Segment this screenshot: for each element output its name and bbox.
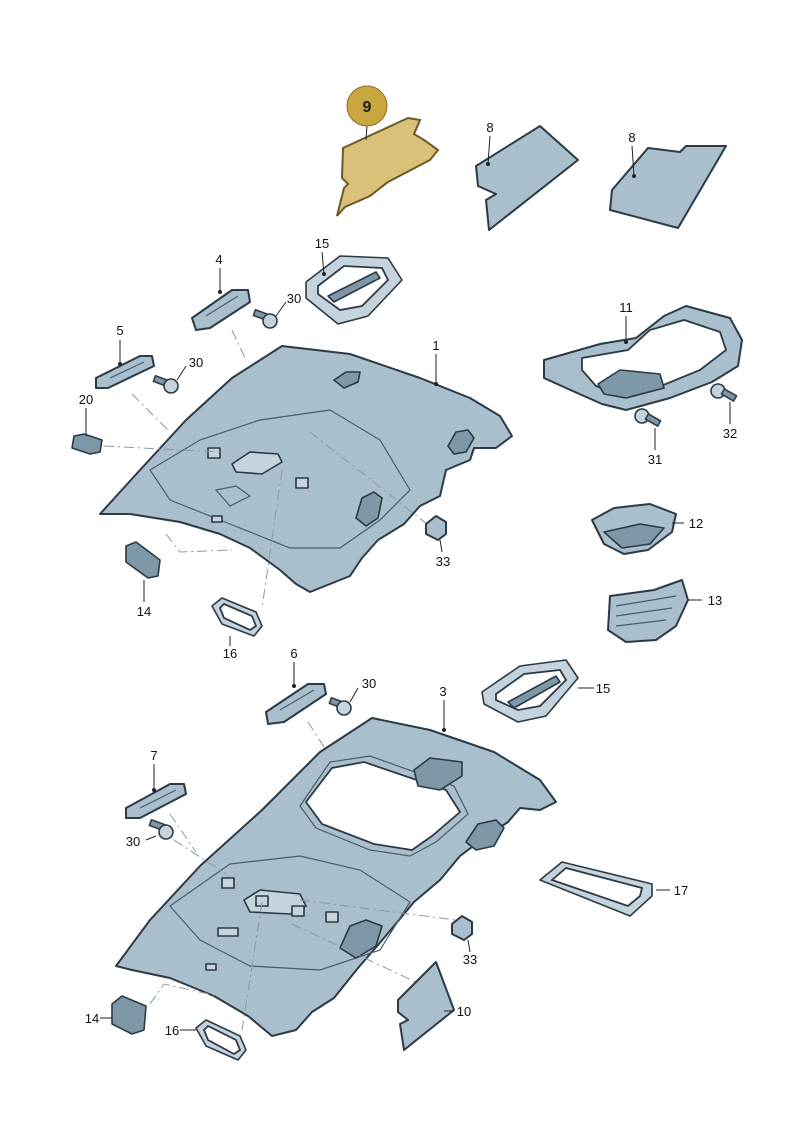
leader-dot-6: [292, 684, 296, 688]
label-15a: 15: [315, 236, 329, 251]
part-12-housing[interactable]: [591, 503, 677, 555]
label-16a: 16: [223, 646, 237, 661]
part-30-screw-a[interactable]: [252, 308, 278, 329]
part-4-handle[interactable]: [191, 289, 251, 331]
part-8-pad-b[interactable]: [609, 145, 727, 229]
part-3-headliner-sunroof[interactable]: [115, 717, 557, 1037]
leader-30b: [176, 365, 187, 381]
label-17: 17: [674, 883, 688, 898]
part-14-pad-b[interactable]: [111, 995, 147, 1035]
leader-8a: [487, 135, 491, 165]
badge-9[interactable]: 9: [346, 85, 388, 127]
assembly-line: [149, 983, 219, 1005]
leader-dot-5: [118, 362, 122, 366]
svg-text:9: 9: [363, 99, 372, 116]
part-31-screw[interactable]: [634, 408, 662, 427]
part-32-screw[interactable]: [710, 383, 738, 402]
part-33-clip-b[interactable]: [451, 915, 473, 941]
part-5-handle[interactable]: [95, 355, 155, 389]
assembly-line: [261, 469, 283, 609]
part-30-screw-d[interactable]: [148, 818, 174, 840]
assembly-line: [131, 393, 171, 433]
label-8a: 8: [486, 120, 493, 135]
leader-30d: [145, 835, 157, 841]
part-9-insulation[interactable]: [336, 116, 440, 217]
label-14a: 14: [137, 604, 151, 619]
part-20-block[interactable]: [71, 433, 103, 455]
part-17-seal[interactable]: [539, 861, 653, 917]
assembly-line: [165, 533, 233, 553]
leader-dot-11: [624, 340, 628, 344]
assembly-line: [241, 901, 263, 1031]
leader-30c: [349, 687, 359, 703]
label-30c: 30: [362, 676, 376, 691]
part-8-pad-a[interactable]: [475, 125, 579, 231]
label-8b: 8: [628, 130, 635, 145]
assembly-line: [231, 329, 247, 361]
part-30-screw-b[interactable]: [152, 374, 179, 394]
label-15b: 15: [596, 681, 610, 696]
label-1: 1: [432, 338, 439, 353]
part-16-ring-b[interactable]: [195, 1019, 247, 1061]
part-13-trim[interactable]: [607, 579, 689, 643]
leader-15a: [321, 251, 325, 275]
label-10: 10: [457, 1004, 471, 1019]
part-16-ring-a[interactable]: [211, 597, 263, 637]
label-31: 31: [648, 452, 662, 467]
label-30a: 30: [287, 291, 301, 306]
label-33a: 33: [436, 554, 450, 569]
leader-33b: [467, 939, 471, 953]
label-16b: 16: [165, 1023, 179, 1038]
label-30d: 30: [126, 834, 140, 849]
leader-30a: [275, 301, 287, 317]
label-7: 7: [150, 748, 157, 763]
label-3: 3: [439, 684, 446, 699]
label-33b: 33: [463, 952, 477, 967]
part-7-handle[interactable]: [125, 783, 187, 819]
assembly-line: [169, 813, 197, 853]
part-15-frame-top[interactable]: [305, 255, 403, 325]
label-32: 32: [723, 426, 737, 441]
leader-dot-8b: [632, 174, 636, 178]
label-13: 13: [708, 593, 722, 608]
leader-dot-4: [218, 290, 222, 294]
part-30-screw-c[interactable]: [328, 696, 352, 716]
part-15-frame-lower[interactable]: [481, 659, 579, 723]
assembly-line: [307, 721, 327, 751]
label-14b: 14: [85, 1011, 99, 1026]
part-33-clip-a[interactable]: [425, 515, 447, 541]
assembly-line: [309, 431, 433, 529]
leader-8b: [631, 145, 635, 177]
leader-dot-8a: [486, 162, 490, 166]
part-10-pad[interactable]: [397, 961, 455, 1051]
label-11: 11: [619, 300, 633, 315]
label-30b: 30: [189, 355, 203, 370]
assembly-line: [299, 899, 457, 921]
part-1-headliner[interactable]: [99, 345, 513, 593]
label-6: 6: [290, 646, 297, 661]
leader-dot-15a: [322, 272, 326, 276]
part-11-console[interactable]: [543, 305, 743, 411]
part-6-handle[interactable]: [265, 683, 327, 725]
label-20: 20: [79, 392, 93, 407]
label-12: 12: [689, 516, 703, 531]
leader-dot-3: [442, 728, 446, 732]
label-4: 4: [215, 252, 222, 267]
leader-dot-7: [152, 788, 156, 792]
leader-33a: [439, 539, 443, 553]
leader-dot-1: [434, 382, 438, 386]
part-14-pad-a[interactable]: [125, 541, 161, 579]
label-5: 5: [116, 323, 123, 338]
